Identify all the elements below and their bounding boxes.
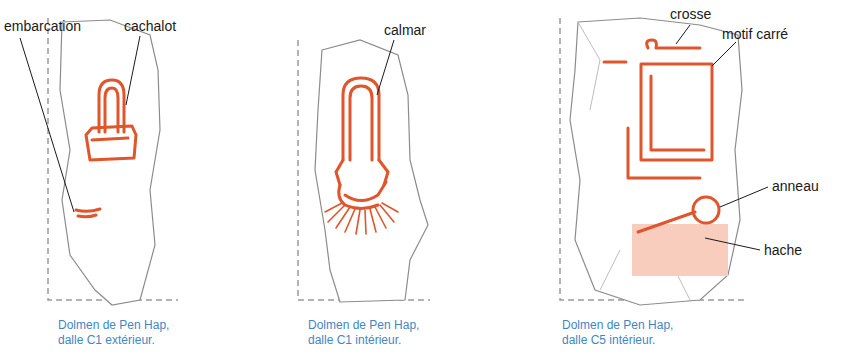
figure-caption: Dolmen de Pen Hap, dalle C1 intérieur. bbox=[308, 318, 436, 348]
part-label: hache bbox=[764, 242, 802, 258]
axe-area bbox=[632, 224, 728, 276]
part-label: anneau bbox=[772, 178, 819, 194]
part-label: embarcation bbox=[4, 18, 81, 34]
figure-caption: Dolmen de Pen Hap, dalle C1 extérieur. bbox=[58, 318, 186, 348]
part-label: cachalot bbox=[124, 18, 176, 34]
part-label: calmar bbox=[384, 22, 426, 38]
part-label: motif carré bbox=[722, 26, 788, 42]
part-label: crosse bbox=[670, 6, 711, 22]
figure-caption: Dolmen de Pen Hap, dalle C5 intérieur. bbox=[562, 318, 690, 348]
